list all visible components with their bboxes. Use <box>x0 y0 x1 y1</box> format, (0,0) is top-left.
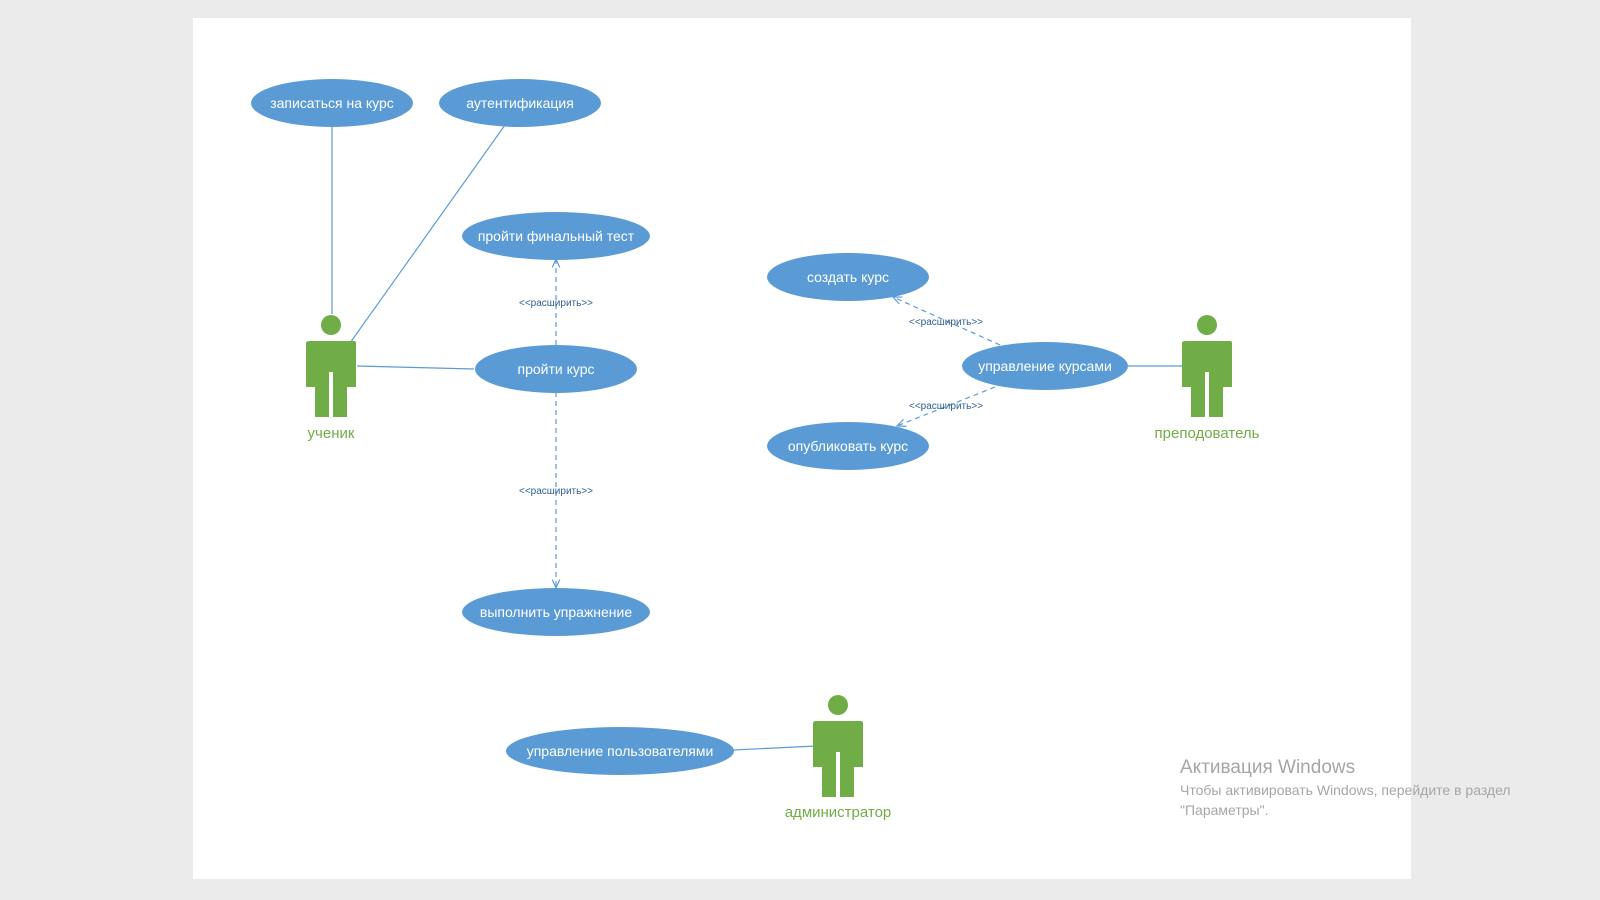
use-case-create-course[interactable]: создать курс <box>767 253 929 301</box>
use-case-enroll[interactable]: записаться на курс <box>251 79 413 127</box>
use-case-final-test-label: пройти финальный тест <box>478 228 635 244</box>
use-case-auth[interactable]: аутентификация <box>439 79 601 127</box>
association-student-auth <box>349 124 506 344</box>
use-case-manage-courses-label: управление курсами <box>978 358 1112 374</box>
associations <box>331 124 1182 751</box>
use-case-take-course[interactable]: пройти курс <box>475 345 637 393</box>
watermark-title: Активация Windows <box>1180 757 1356 778</box>
actor-teacher-label: преподователь <box>1155 425 1260 442</box>
watermark-line-1: Чтобы активировать Windows, перейдите в … <box>1180 782 1511 798</box>
extend-label-create-course: <<расширить>> <box>909 317 983 328</box>
extend-label-publish-course: <<расширить>> <box>909 401 983 412</box>
use-case-take-course-label: пройти курс <box>517 361 594 377</box>
use-case-auth-label: аутентификация <box>466 95 574 111</box>
use-case-manage-users[interactable]: управление пользователями <box>506 727 734 775</box>
association-admin-manage-users <box>732 745 817 751</box>
actor-admin-figure-icon <box>813 695 863 797</box>
extend-label-exercise: <<расширить>> <box>519 486 593 497</box>
use-case-manage-users-label: управление пользователями <box>527 743 714 759</box>
use-case-exercise[interactable]: выполнить упражнение <box>462 588 650 636</box>
use-case-manage-courses[interactable]: управление курсами <box>962 342 1128 390</box>
actor-teacher-figure-icon <box>1182 315 1232 417</box>
extend-lines <box>556 259 1001 588</box>
use-case-enroll-label: записаться на курс <box>270 95 394 111</box>
actor-student[interactable]: ученик <box>306 315 356 442</box>
extend-line-create-course <box>893 297 1001 346</box>
use-case-publish-course[interactable]: опубликовать курс <box>767 422 929 470</box>
extend-label-final-test: <<расширить>> <box>519 298 593 309</box>
actor-student-figure-icon <box>306 315 356 417</box>
watermark-line-2: "Параметры". <box>1180 802 1269 818</box>
actor-teacher[interactable]: преподователь <box>1155 315 1260 442</box>
use-case-create-course-label: создать курс <box>807 269 889 285</box>
actor-student-label: ученик <box>308 425 355 442</box>
actor-admin[interactable]: администратор <box>785 695 892 821</box>
actor-admin-label: администратор <box>785 804 892 821</box>
use-case-exercise-label: выполнить упражнение <box>480 604 632 620</box>
use-case-final-test[interactable]: пройти финальный тест <box>462 212 650 260</box>
use-case-publish-course-label: опубликовать курс <box>788 438 908 454</box>
association-student-take-course <box>356 365 475 370</box>
windows-activation-watermark: Активация Windows Чтобы активировать Win… <box>1180 756 1590 820</box>
